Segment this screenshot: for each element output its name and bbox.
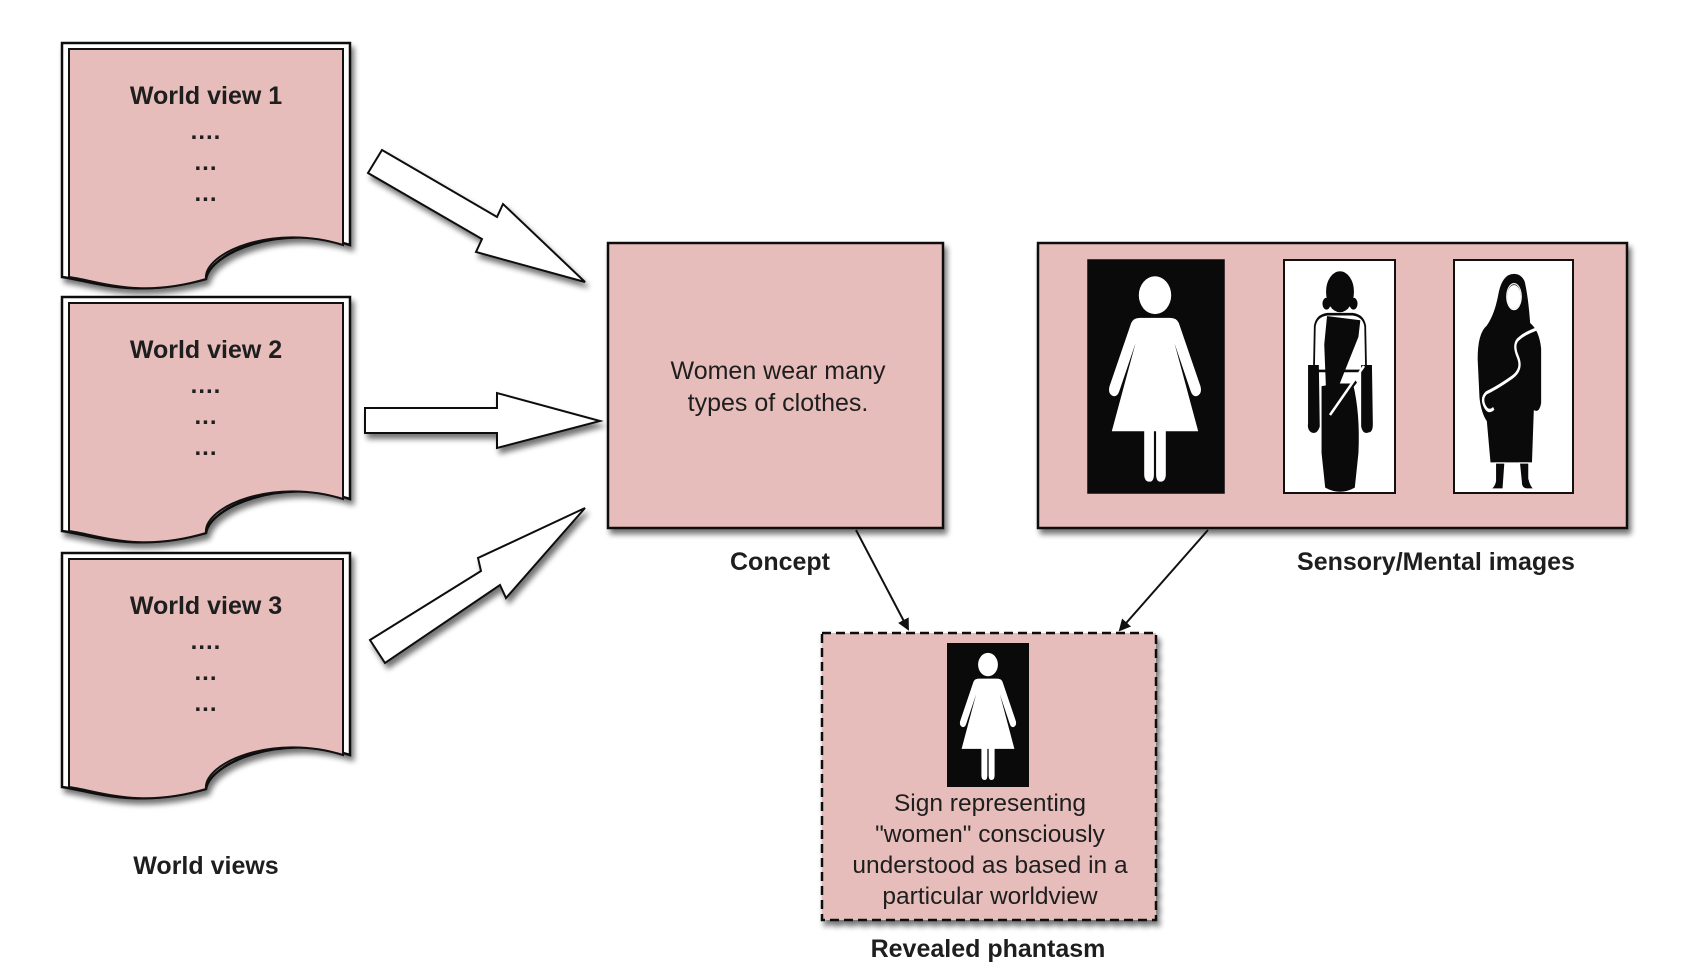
concept-text-line-2: types of clothes. [688, 389, 869, 417]
phantasm-text-line-1: Sign representing [894, 790, 1086, 817]
block-arrow-2 [364, 391, 604, 450]
world-views-caption: World views [133, 852, 278, 880]
world-view-title: World view 3 [130, 592, 282, 620]
phantasm-text-line-4: particular worldview [882, 883, 1097, 910]
block-arrows [364, 148, 604, 665]
concept-text-line-1: Women wear many [671, 357, 886, 385]
world-view-ellipsis: ... [194, 690, 217, 717]
world-view-2: World view 2.......... [60, 295, 352, 544]
world-view-ellipsis: .... [191, 372, 222, 399]
woman-in-hijab-icon [1453, 259, 1574, 494]
phantasm-box: Sign representing "women" consciously un… [820, 631, 1158, 922]
woman-restroom-sign-icon [947, 643, 1029, 787]
phantasm-caption: Revealed phantasm [871, 935, 1106, 963]
block-arrow-3 [368, 507, 586, 665]
woman-in-sari-icon [1283, 259, 1396, 494]
sensory-to-phantasm-arrow [1118, 529, 1209, 632]
world-view-title: World view 2 [130, 336, 282, 364]
world-view-3: World view 3.......... [60, 551, 352, 800]
woman-restroom-sign-icon [1087, 259, 1225, 494]
world-view-ellipsis: ... [194, 659, 217, 686]
document-inner-border [68, 302, 344, 544]
concept-caption: Concept [730, 548, 831, 576]
sensory-images-caption: Sensory/Mental images [1297, 548, 1575, 576]
world-view-ellipsis: .... [191, 628, 222, 655]
world-view-ellipsis: ... [194, 149, 217, 176]
world-view-ellipsis: ... [194, 434, 217, 461]
world-view-ellipsis: ... [194, 403, 217, 430]
world-view-ellipsis: .... [191, 118, 222, 145]
world-view-ellipsis: ... [194, 180, 217, 207]
document-inner-border [68, 558, 344, 800]
block-arrow-1 [366, 148, 586, 283]
world-view-title: World view 1 [130, 82, 282, 110]
phantasm-text-line-2: "women" consciously [875, 821, 1106, 848]
world-view-1: World view 1.......... [60, 41, 352, 290]
document-inner-border [68, 48, 344, 290]
concept-box: Women wear many types of clothes. [606, 241, 945, 530]
sensory-images-box [1036, 241, 1629, 530]
phantasm-text-line-3: understood as based in a [852, 852, 1128, 879]
concept-to-phantasm-arrow [855, 529, 909, 631]
